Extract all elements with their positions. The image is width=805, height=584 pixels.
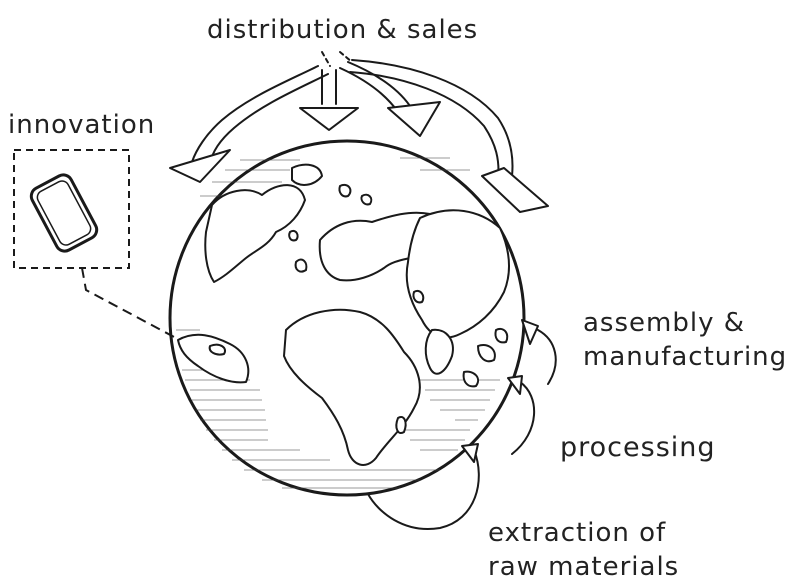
assembly-label-line2: manufacturing [583, 340, 787, 374]
processing-label: processing [560, 434, 716, 461]
extraction-label-line1: extraction of [488, 516, 679, 550]
phone-icon [28, 172, 100, 254]
assembly-label: assembly & manufacturing [583, 306, 787, 374]
extraction-label-line2: raw materials [488, 550, 679, 584]
innovation-label: innovation [8, 112, 155, 138]
assembly-label-line1: assembly & [583, 306, 787, 340]
innovation-box [14, 150, 176, 338]
extraction-label: extraction of raw materials [488, 516, 679, 584]
distribution-label: distribution & sales [207, 17, 478, 43]
globe-icon [170, 141, 524, 495]
